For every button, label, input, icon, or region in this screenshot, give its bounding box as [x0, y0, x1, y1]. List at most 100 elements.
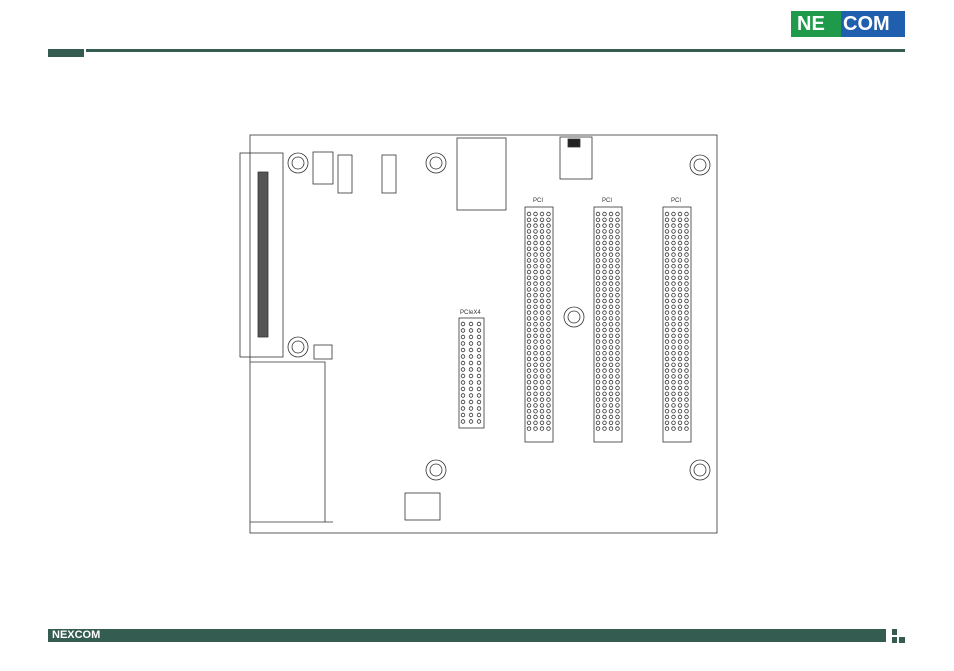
pin: [526, 246, 532, 251]
pin: [671, 298, 676, 304]
pin: [595, 356, 601, 362]
pin: [533, 246, 538, 251]
pin: [684, 391, 689, 396]
pin: [533, 362, 538, 367]
pin: [526, 234, 532, 240]
pin: [671, 229, 676, 234]
pin: [677, 414, 683, 420]
pin: [539, 391, 545, 396]
pin: [608, 269, 614, 275]
pin: [608, 391, 614, 396]
pin: [468, 334, 474, 340]
pin: [533, 229, 538, 234]
pin: [468, 360, 474, 366]
pin: [664, 420, 670, 425]
pin: [664, 345, 670, 350]
pin: [664, 223, 670, 228]
pin: [608, 380, 614, 385]
pin: [546, 327, 551, 333]
pin: [684, 264, 689, 269]
pin: [533, 426, 538, 431]
pin: [608, 351, 614, 356]
pin: [595, 380, 601, 385]
pin: [684, 414, 689, 420]
mounting-hole-inner: [567, 310, 581, 324]
pin: [684, 403, 689, 408]
pin: [671, 316, 676, 321]
pin: [460, 341, 466, 346]
pin: [671, 252, 676, 257]
pin: [533, 322, 538, 327]
pin: [602, 287, 607, 292]
pin: [677, 240, 683, 246]
pin: [539, 281, 545, 286]
pin: [677, 339, 683, 344]
pin: [615, 403, 620, 408]
pin: [671, 211, 676, 217]
pin: [602, 420, 607, 425]
pin: [526, 374, 532, 379]
pin: [684, 223, 689, 228]
pin: [546, 368, 551, 373]
pin: [546, 281, 551, 286]
pin: [533, 356, 538, 362]
pin: [677, 397, 683, 402]
pin: [684, 351, 689, 356]
pin: [526, 385, 532, 391]
pin: [468, 419, 474, 424]
pin: [546, 420, 551, 425]
pin: [602, 397, 607, 402]
pin: [602, 316, 607, 321]
pin: [533, 345, 538, 350]
pin: [468, 393, 474, 398]
pin: [615, 397, 620, 402]
pin: [602, 246, 607, 251]
pin: [608, 374, 614, 379]
pin: [615, 234, 620, 240]
pin: [476, 393, 482, 398]
pin: [671, 420, 676, 425]
pin: [533, 327, 538, 333]
pin: [539, 420, 545, 425]
pin: [546, 252, 551, 257]
pin: [608, 304, 614, 309]
board-outline: [249, 134, 718, 534]
pin: [664, 229, 670, 234]
footer-square: [899, 637, 905, 643]
pin: [684, 269, 689, 275]
pin: [602, 211, 607, 217]
pin: [476, 386, 482, 392]
pin: [476, 399, 482, 405]
pin: [533, 240, 538, 246]
pin: [615, 374, 620, 379]
pin: [671, 293, 676, 298]
pin: [677, 322, 683, 327]
pin: [664, 414, 670, 420]
mounting-hole-inner: [693, 158, 707, 172]
pin: [533, 223, 538, 228]
pin: [595, 258, 601, 263]
pin: [664, 258, 670, 263]
pin: [677, 304, 683, 309]
pin: [608, 385, 614, 391]
pin: [595, 269, 601, 275]
pin: [684, 246, 689, 251]
mounting-hole-inner: [291, 156, 305, 170]
pin: [546, 269, 551, 275]
pin: [546, 211, 551, 217]
pin: [664, 356, 670, 362]
pin: [684, 281, 689, 286]
pin: [539, 258, 545, 263]
pin: [671, 362, 676, 367]
card-edge-connector: [239, 152, 284, 358]
pin: [546, 287, 551, 292]
pin: [476, 347, 482, 353]
pin: [664, 380, 670, 385]
pin: [677, 316, 683, 321]
pin: [615, 368, 620, 373]
pin: [533, 368, 538, 373]
mounting-hole-inner: [429, 463, 443, 477]
pin: [602, 234, 607, 240]
pin: [664, 281, 670, 286]
pin: [546, 246, 551, 251]
